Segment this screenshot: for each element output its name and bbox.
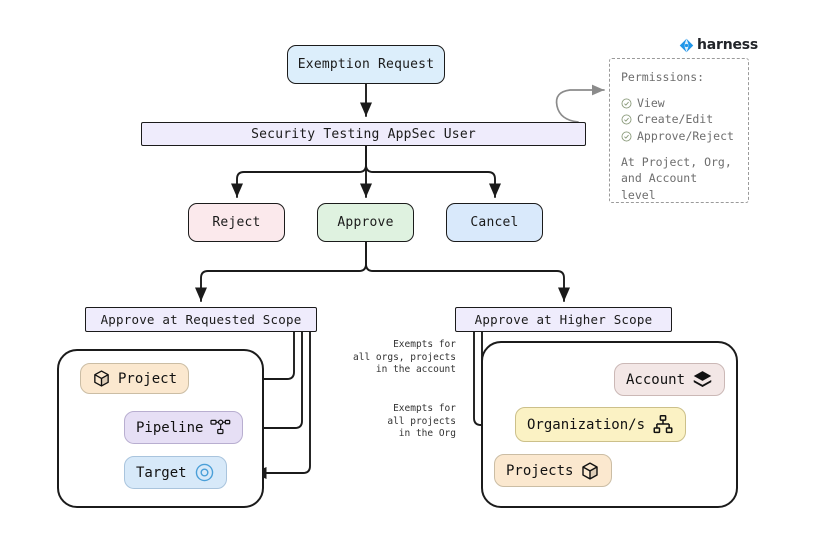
- node-exemption-request[interactable]: Exemption Request: [287, 45, 445, 84]
- spacer: [621, 86, 737, 95]
- cube-icon: [94, 370, 109, 387]
- item-organizations[interactable]: Organization/s: [515, 407, 687, 442]
- permission-create-edit-label: Create/Edit: [637, 112, 714, 127]
- brand-name: harness: [697, 37, 759, 53]
- permission-view: View: [621, 95, 737, 112]
- permission-approve-reject: Approve/Reject: [621, 128, 737, 145]
- item-projects-label: Projects: [506, 462, 574, 479]
- check-circle-icon: [621, 98, 632, 108]
- node-reject[interactable]: Reject: [188, 203, 285, 242]
- item-account[interactable]: Account: [614, 363, 726, 396]
- layers-icon: [693, 371, 712, 388]
- item-target[interactable]: Target: [124, 456, 227, 489]
- permission-approve-reject-label: Approve/Reject: [637, 129, 734, 144]
- target-icon: [195, 463, 213, 482]
- annotation-account-exempts: Exempts for all orgs, projects in the ac…: [353, 339, 456, 376]
- permissions-box: Permissions: View Create/Edit Approve/Re…: [609, 58, 749, 203]
- item-project-label: Project: [118, 370, 178, 387]
- permissions-footer-line1: At Project, Org,: [621, 154, 732, 169]
- node-approve-at-requested-scope[interactable]: Approve at Requested Scope: [85, 307, 317, 332]
- item-account-label: Account: [626, 371, 686, 388]
- node-approve-at-higher-scope[interactable]: Approve at Higher Scope: [455, 307, 672, 332]
- item-pipeline-label: Pipeline: [136, 419, 204, 436]
- pipeline-icon: [210, 419, 231, 435]
- permission-create-edit: Create/Edit: [621, 111, 737, 128]
- org-chart-icon: [653, 415, 673, 434]
- node-approve[interactable]: Approve: [317, 203, 414, 242]
- check-circle-icon: [621, 131, 632, 142]
- permission-view-label: View: [637, 95, 665, 110]
- cube-icon: [582, 461, 599, 480]
- item-project[interactable]: Project: [80, 363, 190, 394]
- node-cancel[interactable]: Cancel: [446, 203, 543, 242]
- harness-diamond-icon: [679, 38, 694, 52]
- annotation-org-exempts: Exempts for all projects in the Org: [387, 403, 456, 440]
- item-organizations-label: Organization/s: [527, 416, 646, 433]
- spacer: [621, 145, 737, 154]
- item-target-label: Target: [136, 464, 187, 481]
- check-circle-icon: [621, 114, 632, 125]
- brand-logo: harness: [679, 37, 758, 53]
- permissions-footer-line2: and Account level: [621, 171, 698, 203]
- item-projects[interactable]: Projects: [494, 454, 613, 487]
- permissions-title: Permissions:: [621, 70, 705, 84]
- item-pipeline[interactable]: Pipeline: [124, 411, 244, 444]
- node-security-testing-appsec-user[interactable]: Security Testing AppSec User: [141, 122, 586, 146]
